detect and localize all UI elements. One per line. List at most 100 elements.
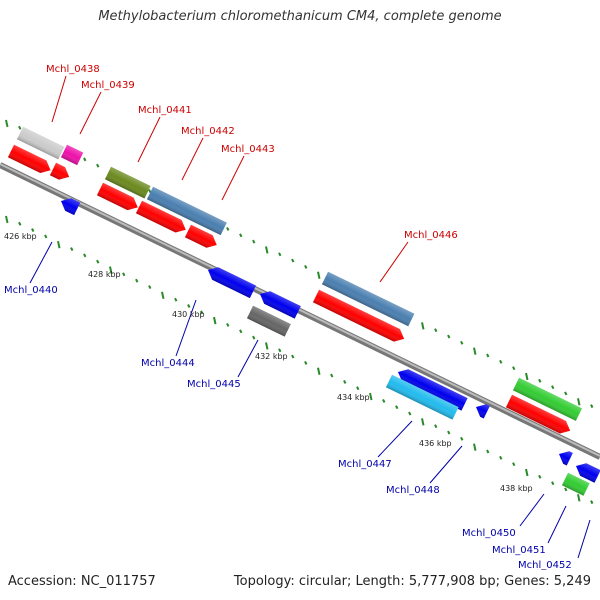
leader-mchl-0439: [79, 91, 102, 135]
tick-lower: [83, 253, 87, 258]
gene-label-mchl-0438[interactable]: Mchl_0438: [46, 64, 100, 75]
tick-lower: [135, 278, 139, 283]
gene-olive-upper[interactable]: [104, 166, 151, 199]
tick-lower: [44, 234, 48, 239]
kbp-label-428: 428 kbp: [88, 270, 121, 279]
gene-label-mchl-0441[interactable]: Mchl_0441: [138, 105, 192, 116]
gene-mchl-0440[interactable]: [58, 195, 81, 216]
tick-lower: [551, 481, 555, 486]
kbp-label-436: 436 kbp: [419, 439, 452, 448]
tick-lower: [395, 405, 399, 410]
gene-mchl-0450[interactable]: [556, 448, 573, 466]
tick-upper: [473, 347, 477, 355]
map-title: Methylobacterium chloromethanicum CM4, c…: [98, 9, 502, 24]
gene-mchl-0446-upper[interactable]: [321, 271, 415, 327]
tick-upper: [499, 359, 503, 364]
tick-lower: [31, 228, 35, 233]
gene-mchl-0448[interactable]: [385, 374, 459, 420]
tick-lower: [148, 285, 152, 289]
gene-label-mchl-0443[interactable]: Mchl_0443: [221, 144, 275, 155]
tick-lower: [460, 436, 464, 441]
gene-mchl-0444[interactable]: [205, 264, 257, 299]
tick-lower: [122, 272, 126, 277]
leader-mchl-0444: [175, 299, 197, 357]
leader-mchl-0448: [429, 445, 463, 484]
gene-label-mchl-0448[interactable]: Mchl_0448: [386, 485, 440, 496]
tick-lower: [434, 424, 438, 429]
tick-lower: [226, 323, 230, 327]
gene-mchl-0447[interactable]: [395, 366, 468, 411]
gene-label-mchl-0442[interactable]: Mchl_0442: [181, 126, 235, 137]
tick-upper: [226, 227, 230, 231]
gene-label-mchl-0452[interactable]: Mchl_0452: [518, 560, 572, 570]
tick-lower: [343, 379, 347, 384]
tick-upper: [538, 378, 542, 383]
tick-upper: [564, 391, 568, 396]
tick-upper: [148, 189, 152, 193]
tick-lower: [473, 443, 477, 451]
tick-lower: [5, 215, 9, 224]
gene-mchl-0439[interactable]: [49, 162, 72, 183]
accession-text: Accession: NC_011757: [8, 574, 156, 589]
label-leader-lines: [29, 75, 591, 559]
tick-lower: [96, 259, 100, 264]
kbp-label-426: 426 kbp: [4, 232, 37, 241]
gene-label-mchl-0450[interactable]: Mchl_0450: [462, 528, 516, 539]
tick-upper: [252, 239, 256, 244]
tick-lower: [187, 304, 191, 308]
genome-backbone-highlight: [0, 163, 600, 457]
tick-lower: [109, 266, 113, 274]
gene-mchl-0446[interactable]: [312, 289, 407, 345]
tick-lower: [577, 494, 581, 502]
gene-mchl-0451[interactable]: [561, 472, 590, 496]
gene-label-mchl-0444[interactable]: Mchl_0444: [141, 358, 195, 369]
tick-lower: [174, 297, 178, 302]
gene-label-mchl-0445[interactable]: Mchl_0445: [187, 379, 241, 390]
gene-blue-small[interactable]: [473, 401, 490, 419]
genome-map: 426 kbp 428 kbp 430 kbp 432 kbp 434 kbp …: [0, 64, 600, 570]
tick-lower: [200, 310, 204, 315]
gene-green-upper[interactable]: [512, 377, 583, 421]
leader-mchl-0451: [547, 505, 567, 544]
leader-mchl-0443: [221, 155, 245, 201]
tick-lower: [382, 398, 386, 403]
gene-label-mchl-0451[interactable]: Mchl_0451: [492, 545, 546, 556]
leader-mchl-0438: [51, 75, 67, 123]
gene-mchl-0441[interactable]: [96, 182, 141, 214]
tick-lower: [447, 430, 451, 435]
gene-mchl-0451-blue[interactable]: [573, 460, 600, 483]
leader-mchl-0440: [29, 241, 53, 284]
tick-lower: [590, 500, 594, 505]
gene-mchl-0438-upper[interactable]: [16, 126, 65, 160]
leader-mchl-0450: [519, 493, 545, 527]
gene-mchl-0445[interactable]: [246, 305, 291, 337]
kbp-label-434: 434 kbp: [337, 393, 370, 402]
tick-lower: [356, 386, 360, 391]
tick-lower: [18, 221, 22, 226]
gene-red-right[interactable]: [505, 394, 573, 437]
tick-lower: [369, 392, 373, 401]
gene-blue-0445[interactable]: [257, 288, 301, 319]
gene-mchl-0442-upper[interactable]: [146, 186, 227, 236]
kbp-label-430: 430 kbp: [172, 310, 205, 319]
gene-mchl-0442[interactable]: [135, 200, 189, 236]
tick-upper: [512, 366, 516, 371]
tick-lower: [70, 247, 74, 252]
gene-label-mchl-0446[interactable]: Mchl_0446: [404, 230, 458, 241]
gene-mchl-0438[interactable]: [7, 144, 54, 177]
gene-mchl-0439-upper[interactable]: [60, 144, 84, 166]
tick-lower: [252, 335, 256, 340]
gene-label-mchl-0439[interactable]: Mchl_0439: [81, 80, 135, 91]
kbp-label-432: 432 kbp: [255, 352, 288, 361]
tick-upper: [291, 258, 295, 263]
gene-label-mchl-0440[interactable]: Mchl_0440: [4, 285, 58, 296]
tick-lower: [486, 449, 490, 454]
gene-mchl-0443[interactable]: [184, 224, 220, 252]
tick-upper: [265, 246, 269, 254]
genome-summary-text: Topology: circular; Length: 5,777,908 bp…: [233, 574, 591, 589]
tick-lower: [278, 348, 282, 353]
tick-lower: [512, 462, 516, 467]
tick-upper: [304, 264, 308, 269]
gene-label-mchl-0447[interactable]: Mchl_0447: [338, 459, 392, 470]
